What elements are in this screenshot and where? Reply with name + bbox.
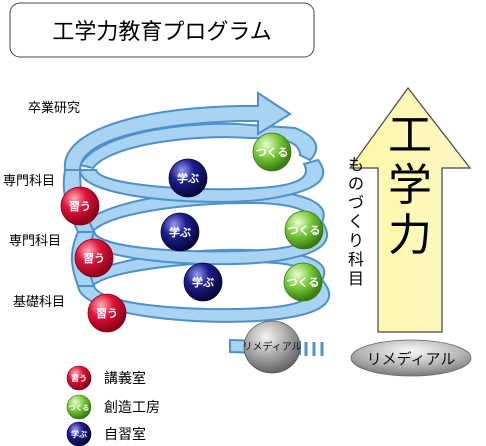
spiral-front-1: [78, 158, 325, 203]
legend-item-tsukuru: つくる 創造工房: [66, 394, 160, 420]
title-box: [9, 2, 315, 58]
narau-badge-label: 習う: [83, 252, 105, 265]
tsukuru-badge: つくる: [283, 262, 323, 302]
monozukuri-char: づ: [348, 193, 364, 212]
legend-item-narau: 習う 講義室: [66, 365, 146, 391]
narau-badge: 習う: [87, 293, 127, 333]
remedial-oval-label: リメディアル: [367, 350, 456, 368]
legend-label-manabu: 自習室: [104, 426, 146, 443]
legend-label-tsukuru: 創造工房: [104, 400, 160, 416]
manabu-badge-label: 学ぶ: [192, 275, 214, 289]
manabu-badge-label: 学ぶ: [169, 225, 191, 239]
narau-badge-label: 習う: [96, 307, 118, 320]
monozukuri-char: も: [348, 155, 364, 174]
monozukuri-char: り: [348, 231, 364, 250]
level-label-graduation: 卒業研究: [28, 100, 80, 116]
remedial-sphere-label: リメディアル: [242, 340, 301, 353]
arrow-title-char: 学: [388, 160, 432, 211]
spiral-top-arrow: [63, 91, 292, 171]
legend-badge-narau: 習う: [71, 374, 87, 383]
remedial-oval: [350, 339, 472, 377]
legend-label-narau: 講義室: [104, 370, 146, 387]
spiral-front-2: [76, 220, 328, 266]
spiral-tail-dashes: [304, 342, 324, 356]
arrow-title-char: 力: [388, 210, 432, 261]
narau-badge-label: 習う: [69, 200, 91, 213]
monozukuri-char: 目: [348, 269, 364, 288]
tsukuru-badge-label: つくる: [288, 224, 321, 237]
page-title: 工学力教育プログラム: [52, 20, 271, 45]
level-label-specialty-lower: 専門科目: [9, 234, 61, 249]
manabu-badge: 学ぶ: [168, 158, 208, 198]
monozukuri-char: の: [348, 174, 364, 193]
legend: 習う 講義室 つくる 創造工房 学ぶ 自習室: [66, 365, 160, 446]
remedial-sphere: リメディアル: [242, 320, 302, 374]
monozukuri-char: く: [348, 212, 364, 231]
kougakuryoku-arrow: [348, 86, 472, 333]
tsukuru-badge: つくる: [284, 210, 324, 250]
level-label-foundation: 基礎科目: [13, 295, 65, 310]
manabu-badge-label: 学ぶ: [177, 171, 199, 185]
tsukuru-badge: つくる: [252, 132, 292, 172]
manabu-badge: 学ぶ: [160, 212, 200, 252]
arrow-title: 工 学 力: [388, 110, 432, 261]
monozukuri-char: 科: [348, 250, 364, 269]
legend-badge-tsukuru: つくる: [69, 404, 90, 412]
tsukuru-badge-label: つくる: [256, 146, 289, 159]
legend-badge-manabu: 学ぶ: [71, 429, 87, 439]
arrow-title-char: 工: [388, 110, 432, 161]
narau-badge: 習う: [74, 238, 114, 278]
tsukuru-badge-label: つくる: [287, 276, 320, 289]
legend-item-manabu: 学ぶ 自習室: [66, 421, 146, 446]
narau-badge: 習う: [60, 186, 100, 226]
manabu-badge: 学ぶ: [183, 262, 223, 302]
level-label-specialty-upper: 専門科目: [3, 174, 55, 189]
